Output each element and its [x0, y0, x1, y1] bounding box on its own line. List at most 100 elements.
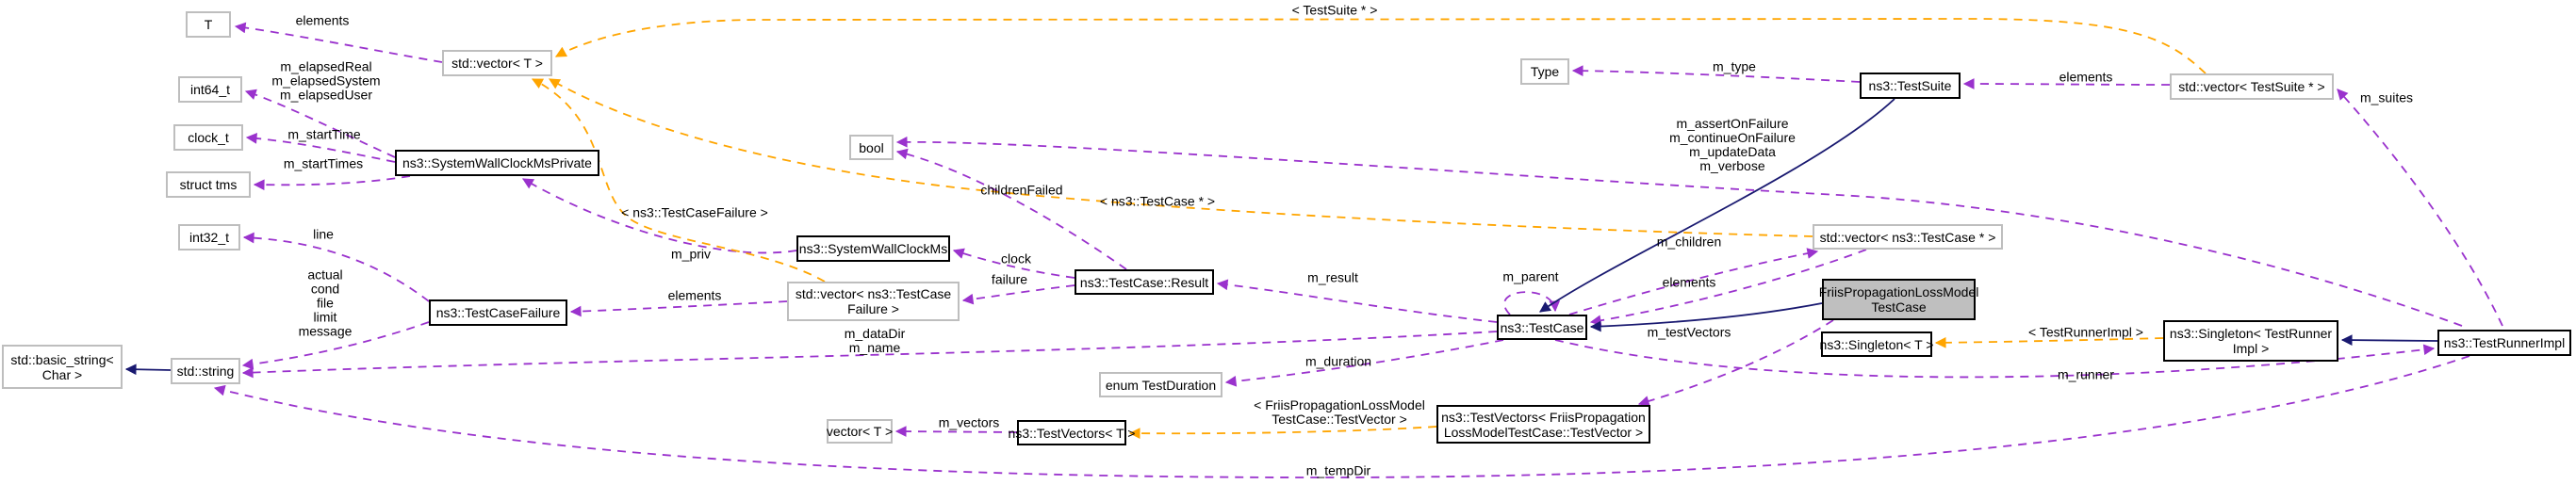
edge-testrunnerimpl-vec_ts	[2337, 89, 2503, 327]
edge-label-line: childrenFailed	[980, 182, 1063, 198]
edge-label-testsuite-type: m_type	[1713, 58, 1756, 74]
edge-label-line: < TestSuite * >	[1291, 2, 1378, 18]
edge-label-tc_result-bool: childrenFailed	[980, 182, 1063, 198]
edge-label-line: m_startTime	[287, 126, 361, 142]
edge-label-vec_tc-testcase: elements	[1662, 274, 1716, 290]
edge-label-friis-testvectors_friis: m_testVectors	[1647, 324, 1731, 340]
edge-testrunnerimpl-singleton_tri	[2340, 334, 2438, 346]
edge-testrunnerimpl-bool	[895, 136, 2463, 327]
edge-label-tc_result-vec_tcf: failure	[991, 271, 1028, 287]
node-tcf[interactable]: ns3::TestCaseFailure	[429, 299, 567, 326]
edge-label-vec_tc-vector_t: < ns3::TestCase * >	[1099, 193, 1216, 209]
node-clockt: clock_t	[173, 124, 243, 151]
edge-testsuite-testcase	[1539, 98, 1895, 313]
node-label: T	[204, 17, 213, 32]
node-label: struct tms	[179, 177, 238, 192]
edge-label-testcase-vec_tc: m_children	[1656, 234, 1722, 250]
edge-testcase-testcase	[1503, 291, 1561, 315]
edge-label-line: m_name	[848, 340, 901, 355]
edge-swcms_priv-int64	[244, 89, 396, 158]
edge-label-swcms-swcms_priv: m_priv	[670, 246, 712, 262]
edge-label-swcms_priv-tms: m_startTimes	[283, 155, 364, 171]
node-enum_td: enum TestDuration	[1099, 372, 1222, 397]
edge-label-singleton_tri-singleton_t: < TestRunnerImpl >	[2028, 324, 2143, 340]
edge-label-line: line	[313, 226, 334, 242]
edge-label-line: elements	[667, 287, 722, 303]
node-bool: bool	[849, 135, 894, 160]
node-swcms_priv[interactable]: ns3::SystemWallClockMsPrivate	[395, 150, 599, 176]
edge-label-line: < ns3::TestCase * >	[1099, 193, 1216, 209]
node-testrunnerimpl[interactable]: ns3::TestRunnerImpl	[2437, 330, 2571, 356]
node-testvectors_t[interactable]: ns3::TestVectors< T >	[1009, 420, 1135, 445]
edge-label-line: < TestRunnerImpl >	[2028, 324, 2143, 340]
node-label: clock_t	[188, 130, 229, 145]
edge-label-line: m_type	[1713, 58, 1756, 74]
edge-tc_result-bool	[895, 148, 1127, 270]
node-t: T	[186, 11, 231, 38]
node-label: std::vector< ns3::TestCase	[795, 286, 952, 301]
node-label: ns3::TestCase	[1500, 319, 1584, 335]
edge-label-testcase-testrunnerimpl: m_runner	[2058, 367, 2114, 382]
edge-label-line: m_elapsedSystem	[271, 73, 381, 89]
edge-label-line: < FriisPropagationLossModel	[1254, 397, 1425, 412]
edge-label-line: m_elapsedUser	[279, 87, 373, 103]
node-label: ns3::SystemWallClockMsPrivate	[402, 155, 592, 170]
node-singleton_t[interactable]: ns3::Singleton< T >	[1820, 331, 1933, 357]
edge-label-line: message	[298, 323, 353, 339]
edge-label-tc_result-swcms: clock	[1001, 251, 1031, 267]
node-label: std::vector< ns3::TestCase * >	[1819, 229, 1996, 245]
edge-vec_tc-testcase	[1589, 249, 1867, 327]
edge-label-tcf-int32: line	[313, 226, 334, 242]
node-label: std::vector< T >	[451, 56, 543, 71]
node-testcase[interactable]: ns3::TestCase	[1497, 315, 1587, 340]
edge-testcase-vec_tc	[1568, 248, 1819, 315]
edge-tc_result-swcms	[952, 248, 1075, 279]
edge-label-line: TestCase::TestVector >	[1272, 412, 1407, 427]
node-label: LossModelTestCase::TestVector >	[1443, 424, 1644, 440]
edge-label-line: file	[317, 295, 334, 311]
edge-friis-testcase	[1589, 302, 1823, 332]
edge-label-line: elements	[1662, 274, 1716, 290]
edge-label-line: m_updateData	[1689, 144, 1776, 159]
edge-swcms-swcms_priv	[521, 178, 797, 254]
node-vector_t2: vector< T >	[827, 419, 893, 444]
node-label: ns3::Singleton< TestRunner	[2169, 326, 2333, 341]
edge-label-line: m_continueOnFailure	[1669, 130, 1796, 145]
node-std_string: std::string	[171, 358, 240, 384]
edge-swcms_priv-tms	[253, 175, 411, 191]
node-testsuite[interactable]: ns3::TestSuite	[1860, 73, 1961, 99]
edge-std_string-basic_string	[124, 364, 172, 376]
node-tc_result[interactable]: ns3::TestCase::Result	[1075, 269, 1214, 295]
edge-label-line: m_children	[1656, 234, 1722, 250]
node-label: ns3::TestVectors< T >	[1008, 425, 1136, 441]
edge-label-line: m_startTimes	[283, 155, 364, 171]
edge-vec_tcf-vector_t	[531, 78, 826, 283]
edge-label-line: elements	[2059, 69, 2113, 85]
edge-testvectors_friis-testvectors_t	[1128, 426, 1437, 439]
node-vec_tc: std::vector< ns3::TestCase * >	[1813, 224, 2003, 250]
edge-label-line: m_vectors	[938, 414, 1000, 430]
edge-label-line: cond	[310, 281, 340, 297]
edge-label-testrunnerimpl-std_string: m_tempDir	[1306, 463, 1370, 478]
node-type: Type	[1520, 58, 1569, 85]
node-label: std::basic_string<	[10, 351, 114, 367]
edge-vec_ts-testsuite	[1962, 78, 2171, 89]
node-swcms[interactable]: ns3::SystemWallClockMs	[796, 235, 950, 262]
node-label: std::string	[176, 364, 235, 379]
node-label: enum TestDuration	[1105, 377, 1217, 393]
edge-label-vector_t-t: elements	[296, 13, 350, 28]
edge-label-line: m_priv	[670, 246, 712, 262]
edge-label-swcms_priv-clockt: m_startTime	[287, 126, 361, 142]
node-vec_ts: std::vector< TestSuite * >	[2170, 73, 2334, 100]
edge-label-line: failure	[991, 271, 1028, 287]
edge-label-line: limit	[313, 309, 337, 325]
edge-label-line: m_testVectors	[1647, 324, 1731, 340]
edge-label-line: m_verbose	[1699, 158, 1765, 173]
